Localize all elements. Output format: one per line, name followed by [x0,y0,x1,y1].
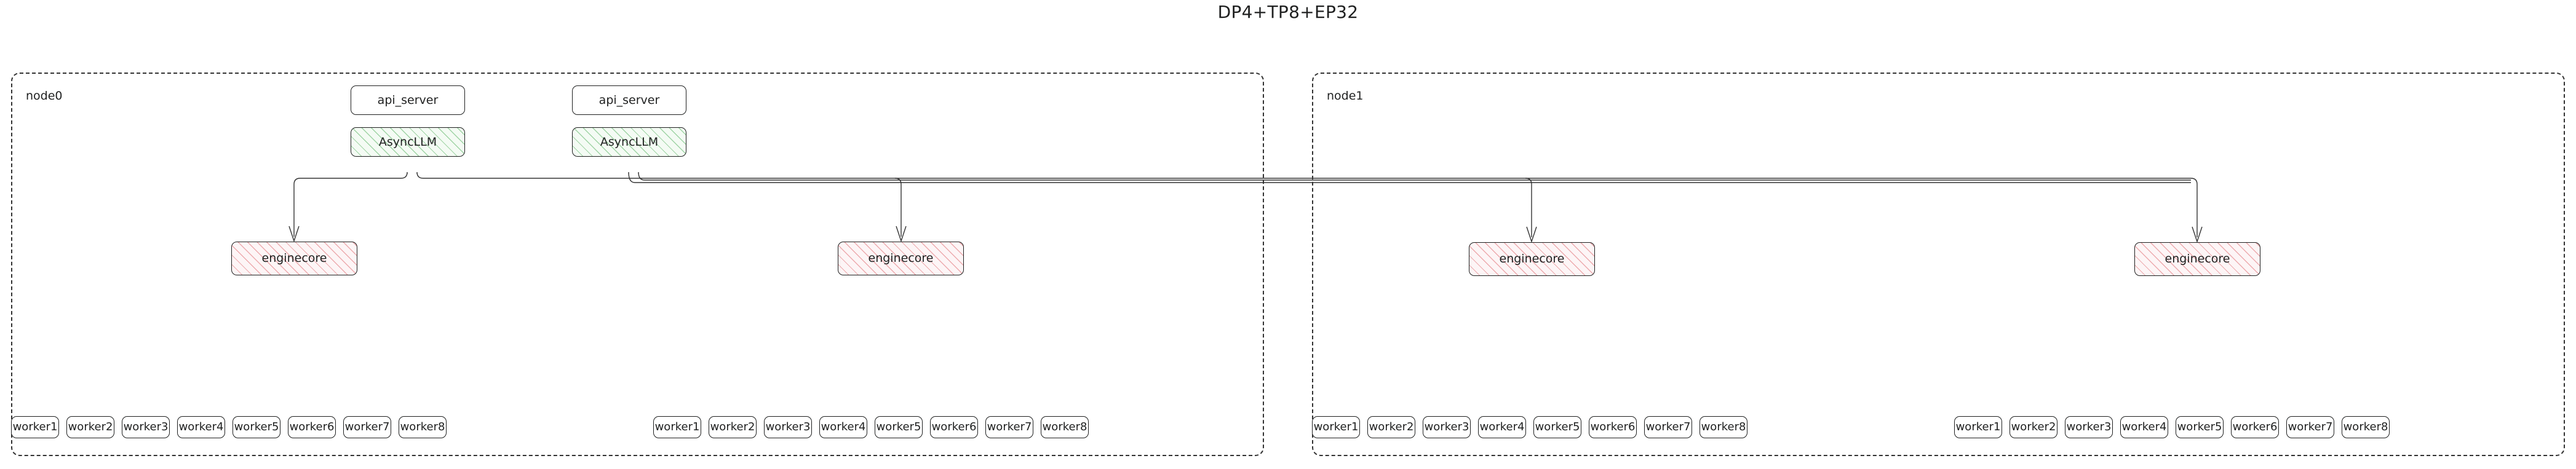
node-worker[interactable]: worker6 [930,416,978,438]
node-worker[interactable]: worker3 [122,416,170,438]
node-worker[interactable]: worker4 [819,416,867,438]
node-worker[interactable]: worker3 [764,416,812,438]
node-worker[interactable]: worker1 [653,416,701,438]
node-worker[interactable]: worker7 [343,416,391,438]
node-worker[interactable]: worker3 [1423,416,1471,438]
node-worker[interactable]: worker7 [2286,416,2334,438]
node-worker[interactable]: worker2 [709,416,757,438]
node-worker[interactable]: worker1 [1312,416,1360,438]
node-worker[interactable]: worker4 [177,416,225,438]
node-api-server-1[interactable]: api_server [572,85,686,115]
node-enginecore-0[interactable]: enginecore [231,242,357,275]
node-worker[interactable]: worker4 [2120,416,2168,438]
node-worker[interactable]: worker1 [11,416,59,438]
page-title: DP4+TP8+EP32 [1217,2,1359,22]
node-asyncllm-1[interactable]: AsyncLLM [572,127,686,157]
cluster-node1 [1312,73,2565,456]
node-asyncllm-0[interactable]: AsyncLLM [351,127,465,157]
cluster-node0-label: node0 [26,89,63,103]
cluster-node0 [11,73,1264,456]
node-worker[interactable]: worker5 [875,416,923,438]
node-enginecore-1[interactable]: enginecore [838,242,964,275]
node-worker[interactable]: worker5 [233,416,280,438]
node-enginecore-2[interactable]: enginecore [1469,242,1595,276]
node-enginecore-3[interactable]: enginecore [2134,242,2260,276]
node-worker[interactable]: worker4 [1478,416,1526,438]
node-worker[interactable]: worker5 [2176,416,2224,438]
node-worker[interactable]: worker6 [2231,416,2279,438]
node-worker[interactable]: worker7 [985,416,1033,438]
node-worker[interactable]: worker8 [1699,416,1747,438]
node-worker[interactable]: worker7 [1644,416,1692,438]
node-worker[interactable]: worker8 [399,416,447,438]
node-worker[interactable]: worker1 [1954,416,2002,438]
node-worker[interactable]: worker2 [1367,416,1415,438]
node-worker[interactable]: worker8 [2342,416,2390,438]
node-worker[interactable]: worker2 [2010,416,2057,438]
node-worker[interactable]: worker2 [66,416,114,438]
node-api-server-0[interactable]: api_server [351,85,465,115]
node-worker[interactable]: worker3 [2065,416,2113,438]
cluster-node1-label: node1 [1327,89,1364,103]
node-worker[interactable]: worker6 [1589,416,1637,438]
node-worker[interactable]: worker5 [1533,416,1581,438]
node-worker[interactable]: worker8 [1041,416,1089,438]
node-worker[interactable]: worker6 [288,416,336,438]
